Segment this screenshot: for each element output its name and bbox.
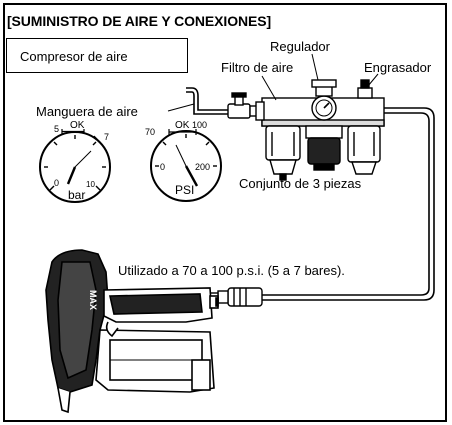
bar-ok-label: OK (70, 120, 85, 131)
callout-lines (167, 53, 379, 112)
bar-max-mark: 10 (86, 180, 95, 189)
compressor-label: Compresor de aire (20, 49, 128, 64)
bar-unit-label: bar (68, 188, 85, 202)
regulator-label: Regulador (270, 39, 330, 54)
tool-brand-logo: MAX (88, 290, 98, 310)
page-title: [SUMINISTRO DE AIRE Y CONEXIONES] (7, 13, 272, 29)
figure-frame (3, 3, 447, 422)
compressor-label-box (6, 38, 188, 73)
air-filter-label: Filtro de aire (221, 60, 294, 75)
psi-max-mark: 200 (195, 162, 210, 172)
nailer-tool (45, 249, 219, 414)
frl-unit (255, 79, 385, 181)
psi-high-mark: 100 (192, 120, 207, 130)
bar-low-mark: 5 (54, 124, 59, 134)
bar-min-mark: 0 (54, 178, 59, 188)
lubricator-label: Engrasador (364, 60, 432, 75)
psi-low-mark: 70 (145, 127, 155, 137)
psi-unit-label: PSI (175, 183, 194, 197)
air-hose-line (186, 87, 435, 301)
psi-min-mark: 0 (160, 162, 165, 172)
operating-pressure-note: Utilizado a 70 a 100 p.s.i. (5 a 7 bares… (118, 263, 345, 278)
bar-pressure-gauge (39, 129, 111, 203)
bar-high-mark: 7 (104, 132, 109, 142)
air-hose-label: Manguera de aire (36, 104, 138, 119)
three-piece-set-label: Conjunto de 3 piezas (239, 176, 362, 191)
psi-ok-label: OK (175, 120, 190, 131)
psi-pressure-gauge (150, 129, 222, 202)
